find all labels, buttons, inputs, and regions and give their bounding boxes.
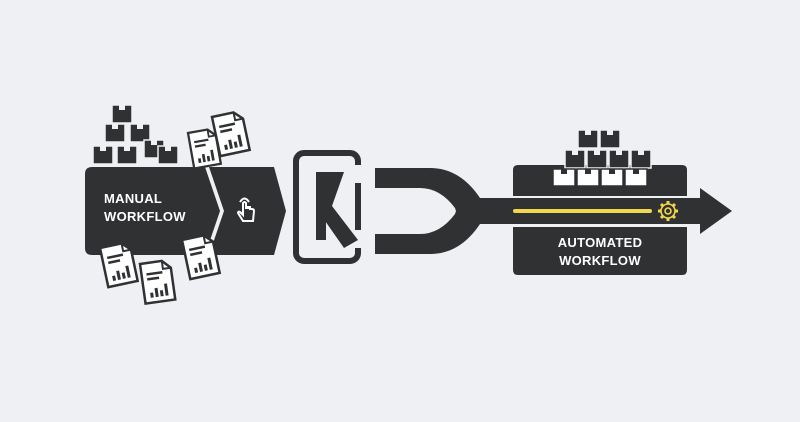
manual-line2: WORKFLOW bbox=[104, 209, 186, 224]
k-logo-icon bbox=[293, 150, 362, 264]
hand-pointer-icon bbox=[236, 197, 256, 222]
automated-line1: AUTOMATED bbox=[558, 235, 643, 250]
document-chart-icon bbox=[138, 258, 177, 305]
automated-box-top bbox=[513, 165, 687, 196]
manual-workflow-banner bbox=[85, 167, 220, 255]
document-chart-icon bbox=[210, 109, 251, 158]
manual-step-chevron bbox=[209, 167, 286, 255]
automated-workflow-box bbox=[513, 227, 687, 275]
automated-line2: WORKFLOW bbox=[559, 253, 641, 268]
gear-icon bbox=[658, 201, 678, 221]
box-icon-stack-automated bbox=[552, 129, 652, 187]
box-icon-stack-manual bbox=[92, 104, 179, 165]
manual-line1: MANUAL bbox=[104, 191, 162, 206]
